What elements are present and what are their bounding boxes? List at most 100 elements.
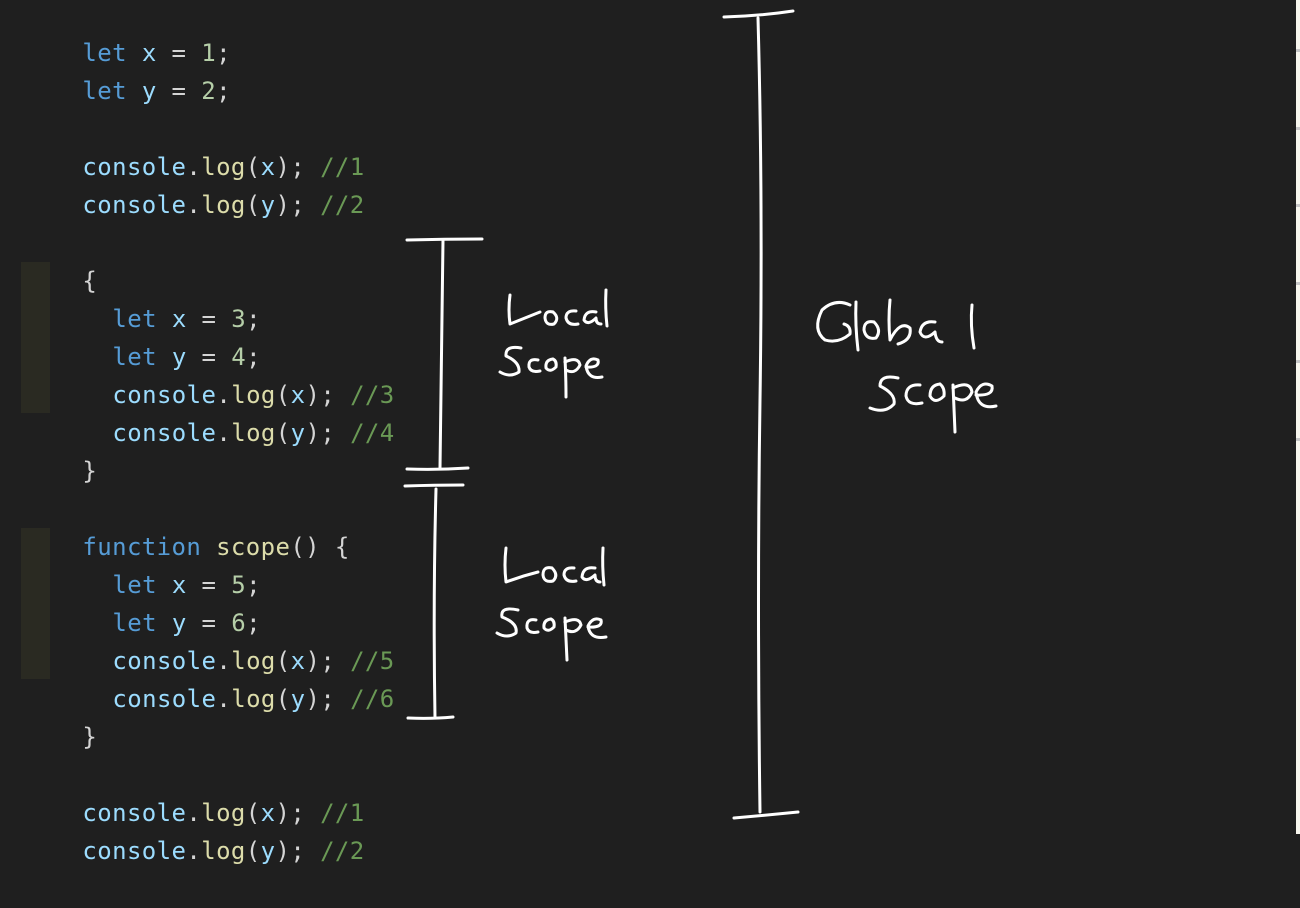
parens: ()	[290, 533, 321, 561]
argument: y	[290, 685, 306, 713]
number: 1	[201, 39, 217, 67]
paren-close: );	[275, 153, 306, 181]
paren-close: );	[275, 837, 306, 865]
code-line-22[interactable]: console.log(y); //2	[23, 794, 365, 865]
overview-ruler-mark	[1296, 438, 1300, 441]
semicolon: ;	[246, 305, 261, 333]
code-line-2[interactable]: let y = 2;	[23, 34, 231, 105]
dot: .	[216, 381, 232, 409]
code-line-1[interactable]: let x = 1;	[23, 0, 231, 67]
paren-open: (	[275, 419, 291, 447]
brace-open: {	[334, 533, 350, 561]
operator: =	[171, 39, 187, 67]
object: console	[82, 799, 187, 827]
comment: //3	[350, 381, 395, 409]
method: log	[201, 799, 246, 827]
argument: x	[260, 799, 276, 827]
semicolon: ;	[216, 77, 231, 105]
code-line-21[interactable]: console.log(x); //1	[23, 756, 365, 827]
operator: =	[201, 571, 217, 599]
semicolon: ;	[246, 571, 261, 599]
argument: y	[290, 419, 306, 447]
variable: x	[171, 571, 187, 599]
variable: x	[171, 305, 187, 333]
argument: y	[260, 191, 276, 219]
indent-guide-block	[21, 262, 50, 413]
code-line-14[interactable]: function scope() {	[23, 490, 350, 561]
brace-close: }	[82, 723, 98, 751]
dot: .	[216, 647, 232, 675]
keyword: let	[112, 571, 157, 599]
variable: y	[141, 77, 157, 105]
code-line-8[interactable]: let x = 3;	[53, 262, 261, 333]
variable: x	[141, 39, 157, 67]
argument: x	[290, 381, 306, 409]
paren-open: (	[275, 381, 291, 409]
argument: x	[290, 647, 306, 675]
operator: =	[201, 343, 217, 371]
keyword: function	[82, 533, 202, 561]
code-line-9[interactable]: let y = 4;	[53, 300, 261, 371]
number: 2	[201, 77, 217, 105]
code-line-17[interactable]: console.log(x); //5	[53, 604, 395, 675]
method: log	[201, 837, 246, 865]
method: log	[201, 153, 246, 181]
paren-close: );	[275, 799, 306, 827]
code-line-10[interactable]: console.log(x); //3	[53, 338, 395, 409]
paren-close: );	[305, 419, 336, 447]
paren-close: );	[305, 381, 336, 409]
comment: //6	[350, 685, 395, 713]
code-line-19[interactable]: }	[23, 680, 97, 751]
overview-ruler-mark	[1296, 49, 1300, 52]
keyword: let	[112, 305, 157, 333]
method: log	[231, 419, 276, 447]
object: console	[112, 685, 217, 713]
comment: //4	[350, 419, 395, 447]
keyword: let	[112, 343, 157, 371]
comment: //2	[320, 191, 365, 219]
paren-open: (	[245, 837, 261, 865]
overview-ruler-mark	[1296, 127, 1300, 130]
code-line-5[interactable]: console.log(y); //2	[23, 148, 365, 219]
paren-close: );	[305, 647, 336, 675]
indent-guide-function	[21, 528, 50, 679]
object: console	[112, 647, 217, 675]
paren-open: (	[245, 153, 261, 181]
semicolon: ;	[216, 39, 231, 67]
code-line-15[interactable]: let x = 5;	[53, 528, 261, 599]
variable: y	[171, 343, 187, 371]
comment: //1	[320, 799, 365, 827]
method: log	[231, 647, 276, 675]
number: 4	[231, 343, 247, 371]
code-line-12[interactable]: }	[23, 414, 97, 485]
keyword: let	[112, 609, 157, 637]
comment: //1	[320, 153, 365, 181]
code-line-16[interactable]: let y = 6;	[53, 566, 261, 637]
overview-ruler[interactable]	[1296, 0, 1300, 834]
overview-ruler-mark	[1296, 360, 1300, 363]
code-editor[interactable]: let x = 1; let y = 2; console.log(x); //…	[0, 0, 1296, 865]
overview-ruler-mark	[1296, 204, 1300, 207]
dot: .	[216, 685, 232, 713]
semicolon: ;	[246, 343, 261, 371]
method: log	[231, 685, 276, 713]
paren-close: );	[275, 191, 306, 219]
operator: =	[201, 609, 217, 637]
paren-open: (	[245, 191, 261, 219]
code-line-4[interactable]: console.log(x); //1	[23, 110, 365, 181]
code-line-18[interactable]: console.log(y); //6	[53, 642, 395, 713]
code-line-11[interactable]: console.log(y); //4	[53, 376, 395, 447]
comment: //2	[320, 837, 365, 865]
keyword: let	[82, 77, 127, 105]
method: log	[201, 191, 246, 219]
object: console	[112, 381, 217, 409]
comment: //5	[350, 647, 395, 675]
operator: =	[201, 305, 217, 333]
dot: .	[186, 837, 202, 865]
dot: .	[186, 191, 202, 219]
object: console	[82, 153, 187, 181]
dot: .	[216, 419, 232, 447]
dot: .	[186, 799, 202, 827]
method: log	[231, 381, 276, 409]
code-line-7[interactable]: {	[23, 224, 97, 295]
